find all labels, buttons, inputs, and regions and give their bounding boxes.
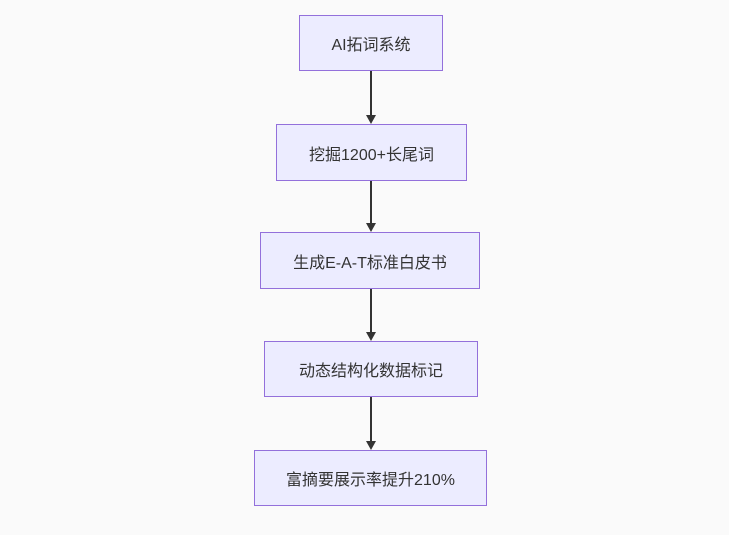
- flowchart-arrow-2: [366, 181, 376, 232]
- node-label: 生成E-A-T标准白皮书: [293, 254, 447, 272]
- flowchart-arrow-3: [366, 289, 376, 341]
- arrow-line: [370, 71, 372, 116]
- arrow-head-icon: [366, 115, 376, 124]
- flowchart-node-structured-data-markup: 动态结构化数据标记: [264, 341, 478, 397]
- arrow-line: [370, 289, 372, 333]
- flowchart-node-ai-word-expansion-system: AI拓词系统: [299, 15, 443, 71]
- flowchart-node-longtail-keywords: 挖掘1200+长尾词: [276, 124, 467, 181]
- arrow-head-icon: [366, 332, 376, 341]
- arrow-line: [370, 181, 372, 224]
- node-label: AI拓词系统: [331, 37, 411, 54]
- arrow-head-icon: [366, 223, 376, 232]
- arrow-line: [370, 397, 372, 442]
- node-label: 富摘要展示率提升210%: [286, 472, 455, 489]
- node-label: 挖掘1200+长尾词: [309, 146, 434, 164]
- flowchart-node-rich-snippet-rate: 富摘要展示率提升210%: [254, 450, 487, 506]
- flowchart-node-eat-whitepaper: 生成E-A-T标准白皮书: [260, 232, 480, 289]
- arrow-head-icon: [366, 441, 376, 450]
- node-label: 动态结构化数据标记: [298, 363, 443, 380]
- flowchart-arrow-4: [366, 397, 376, 450]
- flowchart-arrow-1: [366, 71, 376, 124]
